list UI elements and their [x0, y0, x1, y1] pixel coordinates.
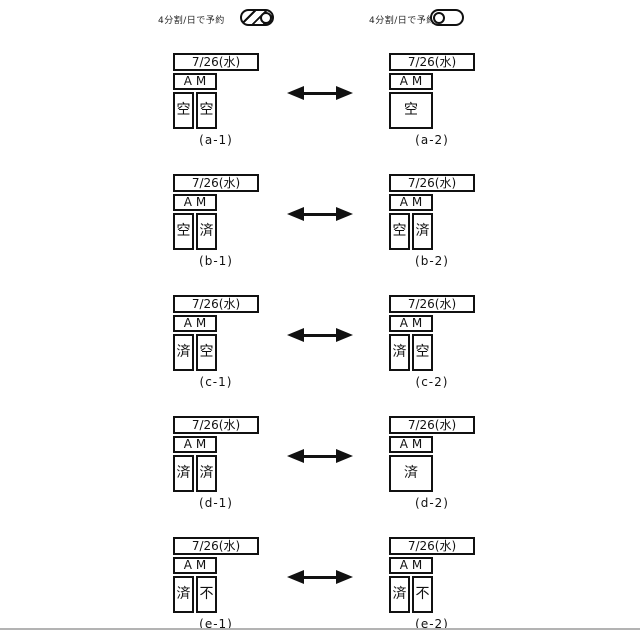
period-label: AM	[389, 557, 433, 574]
slot-row: 空 空	[173, 92, 217, 129]
double-arrow-icon	[287, 570, 353, 584]
slot-row: 済 不	[173, 576, 217, 613]
figure-caption: (c-1)	[199, 375, 233, 389]
figure-caption: (e-2)	[415, 617, 449, 631]
slot-row: 空 済	[173, 213, 217, 250]
page-edge-line	[0, 628, 640, 630]
slot-cell: 空	[389, 213, 410, 250]
date-header: 7/26(水)	[173, 537, 259, 555]
figure-row-d: 7/26(水) AM 済 済 (d-1) 7/26(水) AM 済 (d-2)	[0, 416, 640, 537]
figure-caption: (e-1)	[199, 617, 233, 631]
period-label: AM	[389, 436, 433, 453]
slot-row: 済 空	[389, 334, 433, 371]
figure-caption: (a-2)	[415, 133, 449, 147]
date-header: 7/26(水)	[173, 416, 259, 434]
slot-row: 済 不	[389, 576, 433, 613]
double-arrow-icon	[287, 207, 353, 221]
toggle-switch-off-icon	[430, 9, 464, 26]
period-label: AM	[173, 315, 217, 332]
slot-cell: 済	[389, 334, 410, 371]
slot-cell: 空	[196, 92, 217, 129]
toggle-label-on: 4分割/日で予約	[158, 16, 225, 26]
period-label: AM	[173, 73, 217, 90]
figure-caption: (c-2)	[415, 375, 449, 389]
figure-caption: (a-1)	[199, 133, 233, 147]
card-c-1: 7/26(水) AM 済 空 (c-1)	[173, 295, 259, 391]
date-header: 7/26(水)	[173, 53, 259, 71]
card-a-2: 7/26(水) AM 空 (a-2)	[389, 53, 475, 149]
slot-cell: 空	[196, 334, 217, 371]
period-label: AM	[173, 436, 217, 453]
card-b-2: 7/26(水) AM 空 済 (b-2)	[389, 174, 475, 270]
toggle-label-off: 4分割/日で予約	[369, 16, 436, 26]
slot-row: 済	[389, 455, 433, 492]
slot-row: 済 空	[173, 334, 217, 371]
slot-cell: 済	[196, 213, 217, 250]
date-header: 7/26(水)	[389, 416, 475, 434]
card-d-2: 7/26(水) AM 済 (d-2)	[389, 416, 475, 512]
slot-cell: 不	[412, 576, 433, 613]
slot-cell: 済	[196, 455, 217, 492]
card-e-1: 7/26(水) AM 済 不 (e-1)	[173, 537, 259, 633]
slot-cell: 済	[412, 213, 433, 250]
period-label: AM	[389, 194, 433, 211]
slot-cell: 済	[389, 455, 433, 492]
date-header: 7/26(水)	[389, 53, 475, 71]
double-arrow-icon	[287, 449, 353, 463]
slot-cell: 不	[196, 576, 217, 613]
double-arrow-icon	[287, 328, 353, 342]
date-header: 7/26(水)	[173, 295, 259, 313]
date-header: 7/26(水)	[389, 295, 475, 313]
period-label: AM	[389, 73, 433, 90]
slot-cell: 済	[389, 576, 410, 613]
toggle-knob-icon	[259, 11, 272, 24]
slot-cell: 空	[389, 92, 433, 129]
card-c-2: 7/26(水) AM 済 空 (c-2)	[389, 295, 475, 391]
slot-cell: 空	[412, 334, 433, 371]
figure-caption: (b-2)	[415, 254, 449, 268]
slot-cell: 済	[173, 334, 194, 371]
card-a-1: 7/26(水) AM 空 空 (a-1)	[173, 53, 259, 149]
figure-caption: (b-1)	[199, 254, 233, 268]
double-arrow-icon	[287, 86, 353, 100]
slot-row: 空	[389, 92, 433, 129]
period-label: AM	[173, 194, 217, 211]
card-b-1: 7/26(水) AM 空 済 (b-1)	[173, 174, 259, 270]
figure-caption: (d-2)	[415, 496, 449, 510]
slot-row: 済 済	[173, 455, 217, 492]
toggle-knob-icon	[432, 11, 445, 24]
slot-cell: 済	[173, 455, 194, 492]
card-e-2: 7/26(水) AM 済 不 (e-2)	[389, 537, 475, 633]
date-header: 7/26(水)	[389, 174, 475, 192]
card-d-1: 7/26(水) AM 済 済 (d-1)	[173, 416, 259, 512]
slot-cell: 空	[173, 92, 194, 129]
figure-row-c: 7/26(水) AM 済 空 (c-1) 7/26(水) AM 済 空 (c-2…	[0, 295, 640, 416]
period-label: AM	[389, 315, 433, 332]
figure-row-a: 7/26(水) AM 空 空 (a-1) 7/26(水) AM 空 (a-2)	[0, 53, 640, 174]
slot-row: 空 済	[389, 213, 433, 250]
figure-row-b: 7/26(水) AM 空 済 (b-1) 7/26(水) AM 空 済 (b-2…	[0, 174, 640, 295]
toggle-switch-on-icon	[240, 9, 274, 26]
figure-row-e: 7/26(水) AM 済 不 (e-1) 7/26(水) AM 済 不 (e-2…	[0, 537, 640, 640]
period-label: AM	[173, 557, 217, 574]
date-header: 7/26(水)	[173, 174, 259, 192]
date-header: 7/26(水)	[389, 537, 475, 555]
slot-cell: 済	[173, 576, 194, 613]
slot-cell: 空	[173, 213, 194, 250]
figure-caption: (d-1)	[199, 496, 233, 510]
